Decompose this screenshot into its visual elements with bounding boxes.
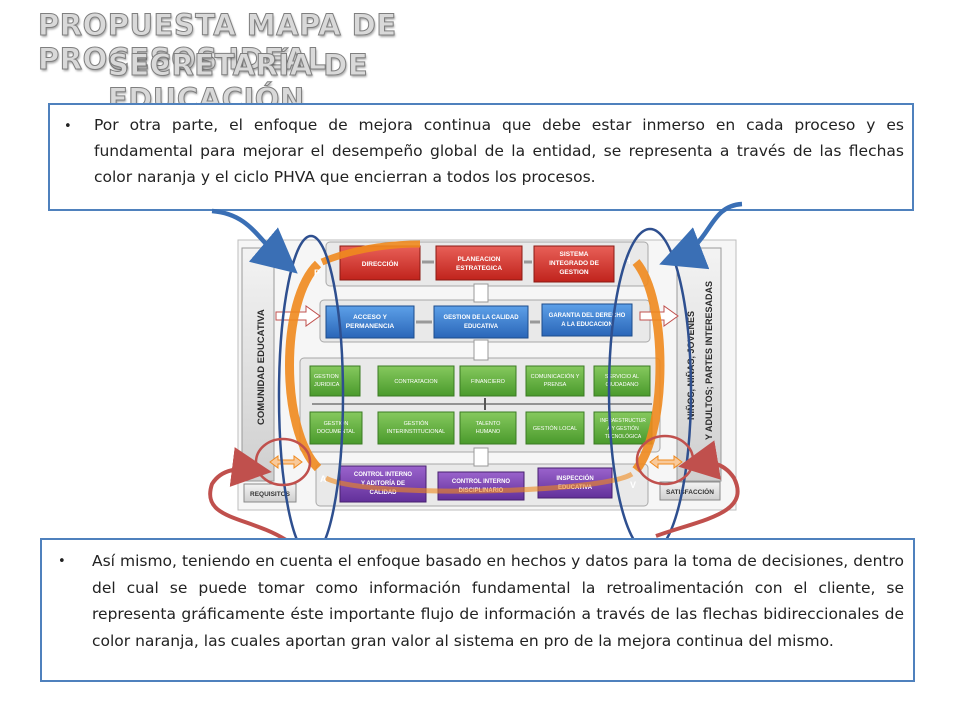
phva-h-label: H: [624, 256, 631, 266]
gestion-local-label: GESTIÓN LOCAL: [533, 425, 577, 432]
sistema-box: [533, 245, 615, 283]
left-panel-label: COMUNIDAD EDUCATIVA: [256, 309, 267, 425]
planeacion-box: [435, 245, 523, 281]
garantia-label-2: A LA EDUCACION: [561, 322, 613, 328]
support-row-1: [309, 365, 651, 397]
infraestructura-label-2: A Y GESTIÓN: [607, 425, 639, 432]
garantia-label-1: GARANTIA DEL DERECHO: [549, 313, 626, 319]
inspeccion-label-1: INSPECCIÓN: [556, 474, 593, 482]
planeacion-label-1: PLANEACION: [458, 256, 501, 263]
satisfaccion-box: [659, 481, 721, 501]
bottom-text-box: • Así mismo, teniendo en cuenta el enfoq…: [40, 538, 915, 682]
control-interno-label-2: Y ADITORÍA DE: [361, 479, 405, 487]
phva-v-label: V: [630, 480, 636, 490]
financiero-label: FINANCIERO: [471, 379, 506, 385]
phva-a-label: A: [320, 474, 327, 484]
gestion-calidad-label-2: EDUCATIVA: [464, 324, 499, 330]
control-interno-label-1: CONTROL INTERNO: [354, 472, 413, 478]
requisitos-label: REQUISITOS: [250, 491, 291, 498]
top-paragraph: Por otra parte, el enfoque de mejora con…: [94, 116, 904, 186]
vertical-connectors: [473, 283, 489, 467]
interinstitucional-label-1: GESTIÓN: [404, 420, 429, 427]
bullet-icon: •: [58, 554, 66, 569]
phva-arrow-bottom: [324, 471, 634, 494]
talento-label-1: TALENTO: [476, 421, 502, 427]
control-interno-label-3: CALIDAD: [370, 490, 398, 496]
pointer-arrow-top-left: [211, 208, 298, 274]
control-disciplinario-box: [437, 471, 525, 501]
juridica-label-1: GESTION: [314, 374, 339, 380]
direccion-label: DIRECCIÓN: [362, 259, 399, 268]
phva-p-label: P: [314, 268, 320, 278]
support-row-2: [309, 411, 653, 445]
acceso-label-1: ACCESO Y: [353, 314, 387, 321]
documental-label-1: GESTIÓN: [324, 420, 349, 427]
servicio-label-1: SERVICIO AL: [605, 374, 639, 380]
interinstitucional-label-2: INTERINSTITUCIONAL: [387, 429, 445, 435]
phva-arrow-top: [320, 240, 421, 266]
bidirectional-arrow-left: [269, 455, 303, 469]
documental-label-2: DOCUMENTAL: [317, 429, 355, 435]
comunicacion-label-2: PRENSA: [544, 382, 567, 388]
servicio-label-2: CIUDADANO: [605, 382, 639, 388]
top-text-box: • Por otra parte, el enfoque de mejora c…: [48, 103, 914, 211]
phva-arrow-right: [632, 259, 665, 473]
talento-label-2: HUMANO: [476, 429, 501, 435]
garantia-box: [541, 303, 633, 337]
sistema-label-1: SISTEMA: [560, 251, 589, 258]
right-panel-label-2: Y ADULTOS; PARTES INTERESADAS: [704, 281, 714, 440]
satisfaccion-label: SATISFACCIÓN: [666, 487, 714, 496]
control-disciplinario-label-1: CONTROL INTERNO: [452, 479, 511, 485]
comunicacion-label-1: COMUNICACIÓN Y: [531, 373, 580, 380]
gestion-calidad-box: [433, 305, 529, 339]
page-title-line1: PROPUESTA MAPA DE PROCESOS IDEAL: [38, 8, 397, 77]
gestion-calidad-label-1: GESTION DE LA CALIDAD: [443, 315, 519, 321]
right-panel: [676, 247, 722, 482]
sistema-label-3: GESTION: [559, 269, 589, 276]
pointer-arrow-top-right: [659, 201, 743, 270]
bottom-paragraph: Así mismo, teniendo en cuenta el enfoque…: [92, 552, 904, 650]
planeacion-label-2: ESTRATEGICA: [456, 265, 502, 272]
pointer-arrow-bottom-left: [208, 447, 288, 542]
pointer-arrow-bottom-right: [655, 440, 740, 538]
bullet-icon: •: [64, 119, 72, 134]
infraestructura-label-3: TECNOLÓGICA: [605, 433, 642, 440]
contratacion-label: CONTRATACION: [394, 379, 437, 385]
acceso-label-2: PERMANENCIA: [346, 323, 395, 330]
infraestructura-label-1: INFRAESTRUCTUR: [600, 418, 646, 424]
sistema-label-2: INTEGRADO DE: [549, 260, 600, 267]
juridica-label-2: JURIDICA: [314, 382, 340, 388]
